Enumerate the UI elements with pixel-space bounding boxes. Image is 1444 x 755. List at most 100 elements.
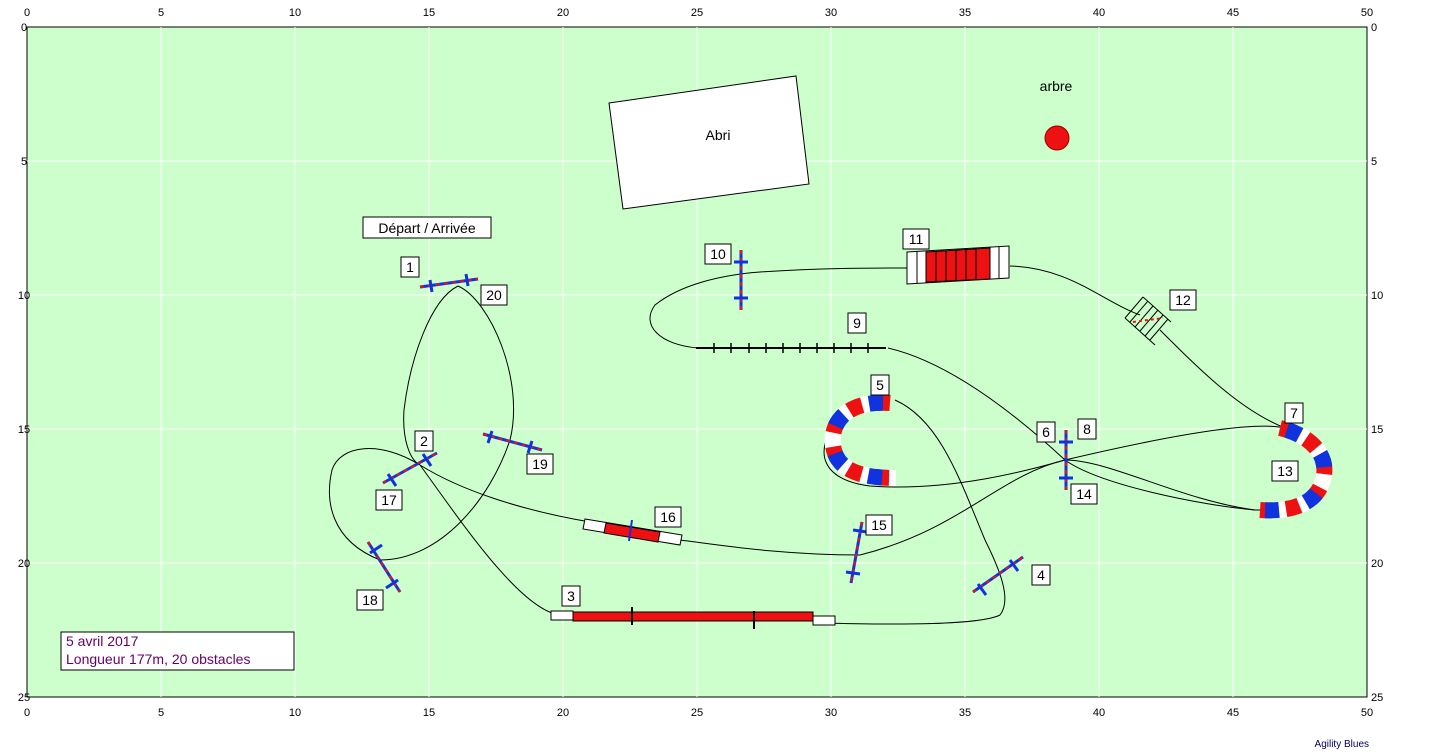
y-tick-right: 10 — [1371, 290, 1383, 302]
credit-text: Agility Blues — [1315, 739, 1369, 750]
obstacle-number-box — [1169, 289, 1197, 311]
x-tick-top: 35 — [959, 7, 971, 19]
obstacle-weave-9 — [696, 343, 886, 353]
obstacle-jump-6 — [1059, 430, 1073, 490]
y-tick-left: 5 — [21, 156, 27, 168]
obstacle-jump-18 — [366, 541, 402, 593]
y-tick-right: 20 — [1371, 558, 1383, 570]
x-tick-bottom: 45 — [1227, 707, 1239, 719]
obstacle-number-12: 12 — [1175, 292, 1191, 308]
y-tick-left: 15 — [18, 424, 30, 436]
y-tick-right: 0 — [1371, 22, 1377, 34]
obstacle-number-box — [1031, 564, 1051, 586]
y-tick-left: 10 — [18, 290, 30, 302]
obstacle-number-box — [356, 589, 384, 611]
obstacle-jump-19 — [482, 430, 543, 454]
obstacle-jump-10 — [734, 250, 748, 310]
info-length: Longueur 177m, 20 obstacles — [66, 651, 250, 667]
obstacle-jump-2 — [382, 451, 438, 487]
x-tick-bottom: 50 — [1361, 707, 1373, 719]
x-tick-top: 40 — [1093, 7, 1105, 19]
obstacle-number-1: 1 — [406, 259, 414, 275]
x-tick-bottom: 30 — [825, 707, 837, 719]
obstacle-number-box — [375, 489, 403, 511]
obstacle-number-box — [1036, 421, 1056, 443]
x-tick-bottom: 35 — [959, 707, 971, 719]
x-tick-top: 30 — [825, 7, 837, 19]
obstacle-number-9: 9 — [853, 315, 861, 331]
y-tick-right: 5 — [1371, 156, 1377, 168]
obstacle-number-18: 18 — [362, 592, 378, 608]
x-tick-bottom: 25 — [691, 707, 703, 719]
obstacle-number-17: 17 — [381, 492, 397, 508]
start-label: Départ / Arrivée — [378, 220, 475, 236]
obstacle-number-19: 19 — [532, 456, 548, 472]
obstacle-number-4: 4 — [1037, 567, 1045, 583]
obstacle-number-14: 14 — [1076, 486, 1092, 502]
obstacle-jump-1 — [419, 273, 479, 293]
obstacle-tunnel-5 — [824, 394, 897, 486]
x-tick-top: 15 — [423, 7, 435, 19]
obstacle-number-box — [865, 514, 893, 536]
x-tick-bottom: 0 — [24, 707, 30, 719]
axis-ticks: 0055101015152020252530303535404045455050… — [18, 7, 1383, 719]
x-tick-top: 50 — [1361, 7, 1373, 19]
y-tick-right: 15 — [1371, 424, 1383, 436]
x-tick-bottom: 20 — [557, 707, 569, 719]
obstacle-number-13: 13 — [1277, 463, 1293, 479]
obstacle-number-box — [400, 256, 420, 278]
y-tick-left: 0 — [21, 22, 27, 34]
start-label-box — [362, 216, 492, 239]
x-tick-top: 5 — [158, 7, 164, 19]
obstacle-number-box — [1284, 402, 1304, 424]
obstacle-number-7: 7 — [1290, 405, 1298, 421]
obstacle-number-10: 10 — [710, 246, 726, 262]
x-tick-top: 10 — [289, 7, 301, 19]
y-tick-left: 20 — [18, 558, 30, 570]
x-tick-bottom: 40 — [1093, 707, 1105, 719]
y-tick-right: 25 — [1371, 692, 1383, 704]
x-tick-bottom: 5 — [158, 707, 164, 719]
obstacle-number-8: 8 — [1083, 421, 1091, 437]
obstacle-dogwalk-3 — [550, 607, 836, 629]
obstacle-number-box — [526, 453, 554, 475]
obstacle-number-2: 2 — [420, 433, 428, 449]
x-tick-top: 25 — [691, 7, 703, 19]
shelter-rect — [608, 75, 810, 210]
obstacle-number-box — [1271, 460, 1299, 482]
obstacle-number-box — [414, 430, 434, 452]
obstacle-number-16: 16 — [660, 509, 676, 525]
obstacle-number-5: 5 — [876, 377, 884, 393]
obstacle-number-11: 11 — [909, 231, 924, 247]
obstacle-number-box — [902, 228, 930, 250]
shelter-label: Abri — [706, 127, 731, 143]
info-box — [60, 631, 295, 671]
obstacle-jump-4 — [972, 555, 1024, 596]
obstacle-number-box — [561, 585, 581, 607]
obstacle-number-box — [654, 506, 682, 528]
obstacle-number-box — [1070, 483, 1098, 505]
obstacle-number-box — [847, 312, 867, 334]
obstacle-jump-15 — [845, 521, 868, 584]
obstacle-seesaw-16 — [582, 518, 683, 546]
obstacle-number-box — [1077, 418, 1097, 440]
obstacle-number-6: 6 — [1042, 424, 1050, 440]
obstacle-number-20: 20 — [486, 287, 502, 303]
obstacle-tunnel-11 — [906, 245, 1010, 285]
obstacle-number-box — [704, 243, 732, 265]
obstacle-number-box — [480, 284, 508, 306]
obstacle-number-box — [870, 374, 890, 396]
x-tick-top: 20 — [557, 7, 569, 19]
tree-icon — [1044, 125, 1070, 151]
info-date: 5 avril 2017 — [66, 633, 139, 649]
x-tick-bottom: 15 — [423, 707, 435, 719]
obstacle-tunnel-7 — [1259, 420, 1333, 519]
y-tick-left: 25 — [18, 692, 30, 704]
obstacle-number-3: 3 — [567, 588, 575, 604]
x-tick-top: 0 — [24, 7, 30, 19]
x-tick-bottom: 10 — [289, 707, 301, 719]
x-tick-top: 45 — [1227, 7, 1239, 19]
